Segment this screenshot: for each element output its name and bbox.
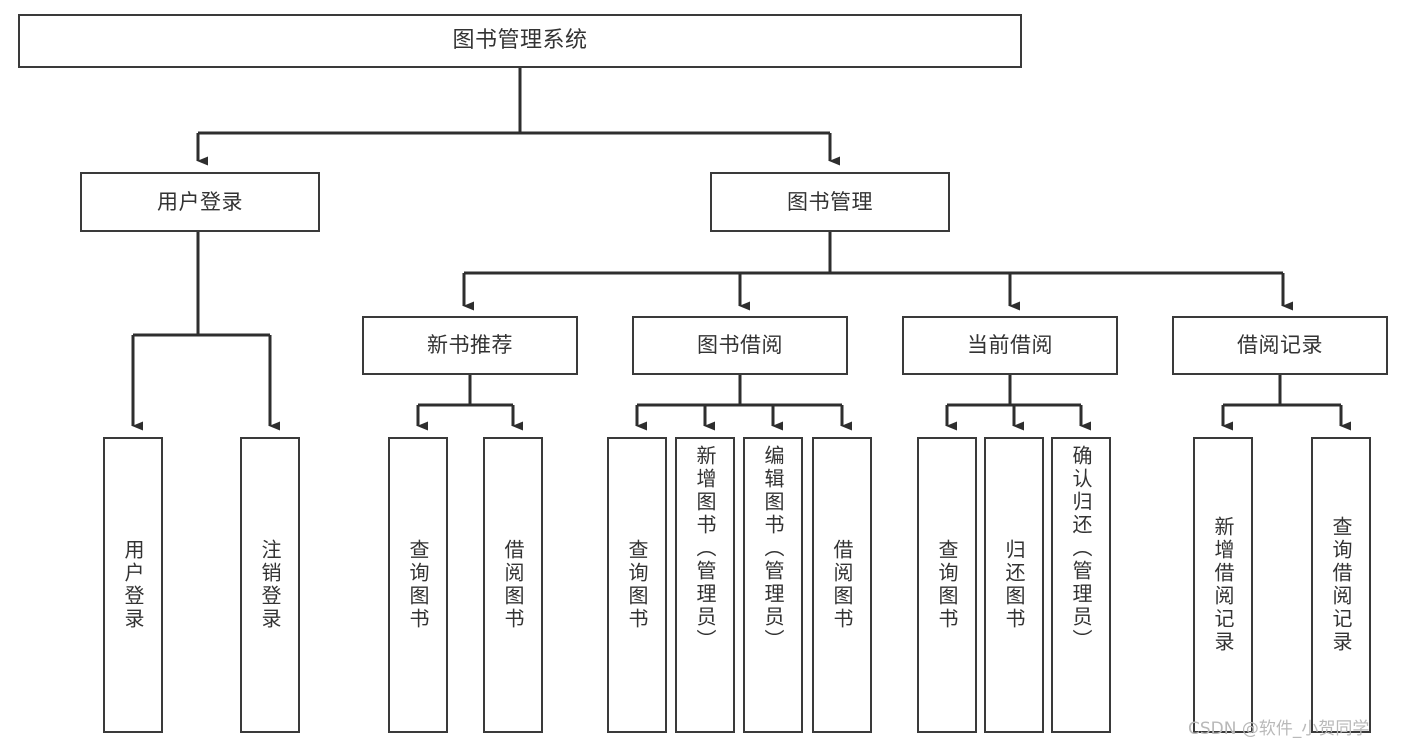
node-leaf-query-book-3-label: 查询图书 bbox=[935, 539, 959, 631]
node-user-login[interactable]: 用户登录 bbox=[80, 172, 320, 232]
node-leaf-return-book-label: 归还图书 bbox=[1002, 539, 1026, 631]
node-leaf-user-login[interactable]: 用户登录 bbox=[103, 437, 163, 733]
node-leaf-query-book-2-label: 查询图书 bbox=[625, 539, 649, 631]
node-leaf-add-book-label: 新增图书（管理员） bbox=[693, 445, 717, 652]
node-leaf-confirm-return-label: 确认归还（管理员） bbox=[1069, 445, 1093, 652]
node-new-book-recommend[interactable]: 新书推荐 bbox=[362, 316, 578, 375]
node-new-book-recommend-label: 新书推荐 bbox=[427, 333, 513, 358]
node-root-system-label: 图书管理系统 bbox=[452, 28, 588, 54]
node-root-system[interactable]: 图书管理系统 bbox=[18, 14, 1022, 68]
node-leaf-query-book-2[interactable]: 查询图书 bbox=[607, 437, 667, 733]
node-book-borrow-label: 图书借阅 bbox=[697, 333, 783, 358]
node-user-login-label: 用户登录 bbox=[157, 189, 243, 214]
node-leaf-query-borrow-record[interactable]: 查询借阅记录 bbox=[1311, 437, 1371, 733]
node-leaf-query-book-1-label: 查询图书 bbox=[406, 539, 430, 631]
node-book-borrow[interactable]: 图书借阅 bbox=[632, 316, 848, 375]
node-borrow-record[interactable]: 借阅记录 bbox=[1172, 316, 1388, 375]
node-book-management-label: 图书管理 bbox=[787, 189, 873, 214]
node-leaf-edit-book-label: 编辑图书（管理员） bbox=[761, 445, 785, 652]
node-leaf-add-borrow-record[interactable]: 新增借阅记录 bbox=[1193, 437, 1253, 733]
node-leaf-add-book[interactable]: 新增图书（管理员） bbox=[675, 437, 735, 733]
node-leaf-confirm-return[interactable]: 确认归还（管理员） bbox=[1051, 437, 1111, 733]
node-leaf-logout-login-label: 注销登录 bbox=[258, 539, 282, 631]
node-leaf-borrow-book-1-label: 借阅图书 bbox=[501, 539, 525, 631]
node-leaf-logout-login[interactable]: 注销登录 bbox=[240, 437, 300, 733]
node-leaf-return-book[interactable]: 归还图书 bbox=[984, 437, 1044, 733]
node-leaf-add-borrow-record-label: 新增借阅记录 bbox=[1211, 516, 1235, 654]
node-current-borrow-label: 当前借阅 bbox=[967, 333, 1053, 358]
node-leaf-edit-book[interactable]: 编辑图书（管理员） bbox=[743, 437, 803, 733]
node-leaf-borrow-book-1[interactable]: 借阅图书 bbox=[483, 437, 543, 733]
node-borrow-record-label: 借阅记录 bbox=[1237, 333, 1323, 358]
node-leaf-query-borrow-record-label: 查询借阅记录 bbox=[1329, 516, 1353, 654]
node-leaf-user-login-label: 用户登录 bbox=[121, 539, 145, 631]
csdn-watermark: CSDN @软件_小贺同学 bbox=[1188, 719, 1370, 739]
node-leaf-borrow-book-2-label: 借阅图书 bbox=[830, 539, 854, 631]
node-book-management[interactable]: 图书管理 bbox=[710, 172, 950, 232]
node-leaf-query-book-3[interactable]: 查询图书 bbox=[917, 437, 977, 733]
node-leaf-borrow-book-2[interactable]: 借阅图书 bbox=[812, 437, 872, 733]
node-leaf-query-book-1[interactable]: 查询图书 bbox=[388, 437, 448, 733]
node-current-borrow[interactable]: 当前借阅 bbox=[902, 316, 1118, 375]
